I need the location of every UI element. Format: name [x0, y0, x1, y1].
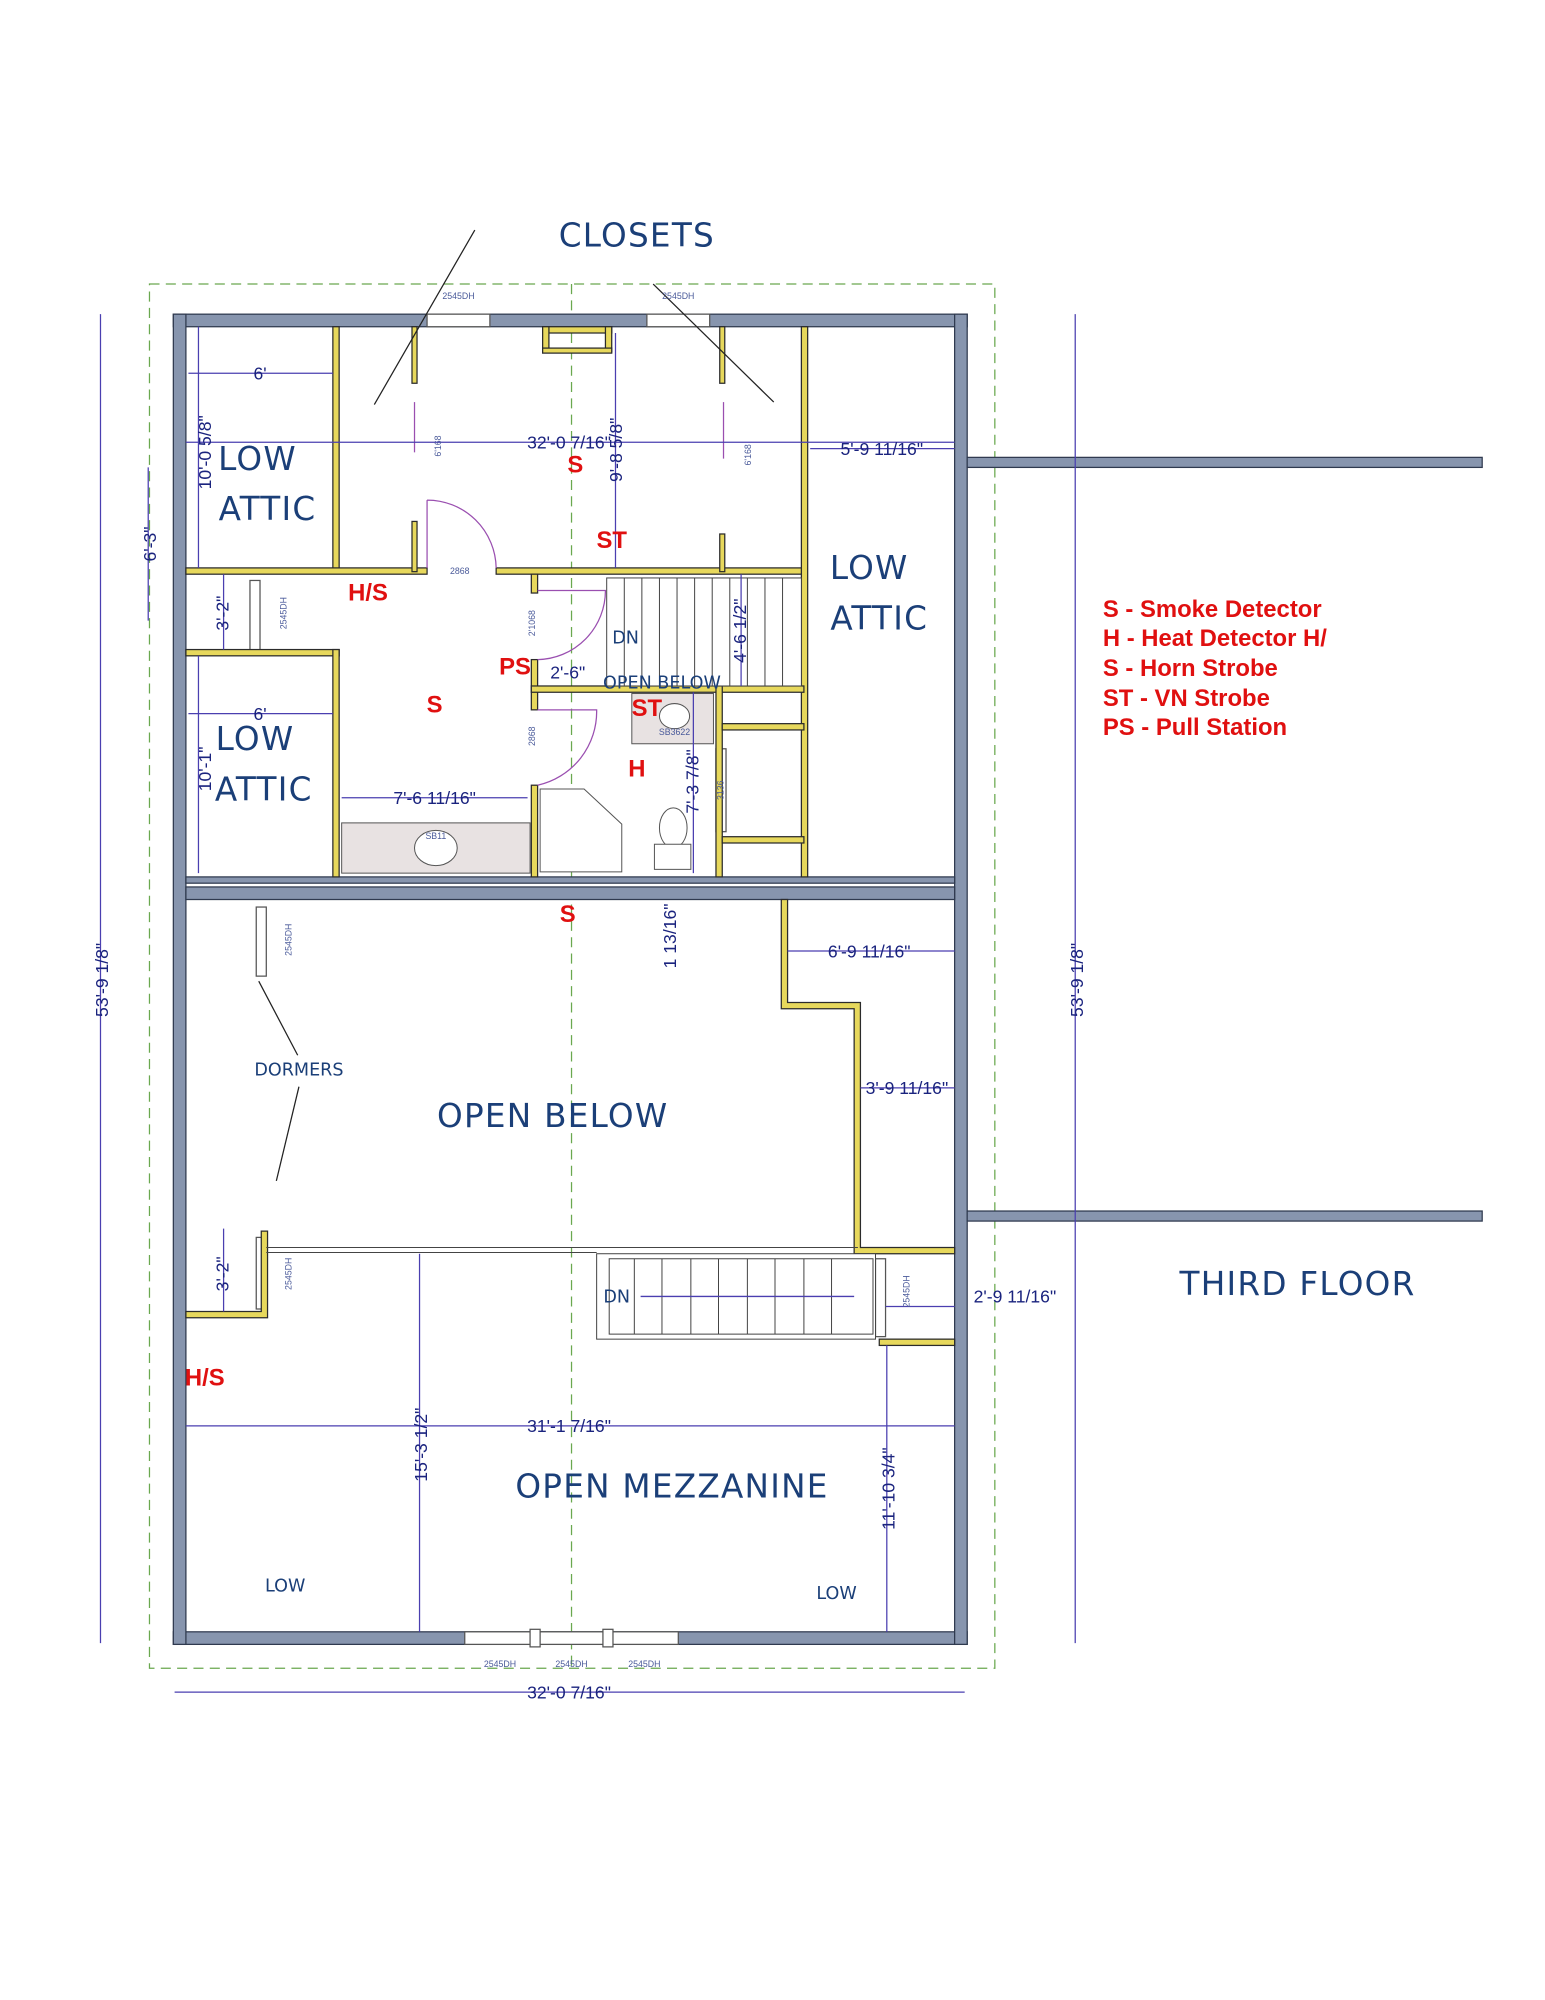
- window-label: 2545DH: [628, 1659, 660, 1669]
- floor-title: THIRD FLOOR: [1179, 1265, 1416, 1303]
- marker-vn-strobe: ST: [596, 527, 627, 554]
- dim-attic-tl-depth: 10'-0 5/8": [195, 415, 215, 489]
- dim-vanity-width: 7'-6 11/16": [393, 788, 476, 808]
- dim-overall-depth-left: 53'-9 1/8": [92, 943, 112, 1017]
- dim-gap: 1 13/16": [660, 903, 680, 968]
- legend-item: PS - Pull Station: [1103, 714, 1287, 741]
- dim-overall-width-bottom: 32'-0 7/16": [527, 1682, 611, 1702]
- dimension-labels: 32'-0 7/16" 32'-0 7/16" 53'-9 1/8" 53'-9…: [92, 363, 1087, 1702]
- legend-item: S - Smoke Detector: [1103, 596, 1322, 623]
- window-label: 2545DH: [662, 291, 694, 301]
- door-label: 2868: [527, 726, 537, 746]
- window-label: 2545DH: [484, 1659, 516, 1669]
- dim-closet-depth: 9'-8 5/8": [606, 418, 626, 482]
- dim-right-2-9: 2'-9 11/16": [974, 1287, 1057, 1307]
- dim-stair-depth: 4'-6 1/2": [730, 599, 750, 663]
- room-low-attic-tl-line2: ATTIC: [219, 490, 317, 528]
- door-label: 2868: [450, 566, 470, 576]
- open-below-small: OPEN BELOW: [603, 673, 721, 693]
- dim-right-3-9: 3'-9 11/16": [866, 1078, 949, 1098]
- window-label: 2545DH: [278, 597, 288, 629]
- window-label: 2545DH: [283, 924, 293, 956]
- marker-smoke-detector: S: [427, 691, 443, 718]
- fire-alarm-markers: S ST H/S PS S ST H S H/S: [185, 451, 663, 1391]
- fixture-labels: 2545DH 2545DH 2545DH 2545DH 2545DH 2545D…: [278, 291, 911, 1669]
- exterior-walls: [172, 313, 1483, 1646]
- dim-bath-depth: 7'-3 7/8": [682, 749, 702, 813]
- stairs-upper: [606, 577, 802, 687]
- room-low-attic-bl-line2: ATTIC: [215, 770, 313, 808]
- windows: [249, 313, 887, 1648]
- dim-mezz-depth: 15'-3 1/2": [411, 1408, 431, 1482]
- marker-smoke-detector: S: [567, 451, 583, 478]
- marker-horn-strobe: H/S: [185, 1365, 225, 1392]
- dim-left-3-2-upper: 3'-2": [213, 596, 233, 631]
- sink-label: SB3622: [659, 727, 690, 737]
- bath-fixtures: [341, 693, 714, 874]
- dim-hall-2-6: 2'-6": [550, 662, 585, 682]
- legend-item: H - Heat Detector H/: [1103, 625, 1327, 652]
- marker-smoke-detector: S: [560, 901, 576, 928]
- dim-left-3-2-lower: 3'-2": [213, 1256, 233, 1291]
- dim-mezz-right-depth: 11'-10 3/4": [878, 1447, 898, 1530]
- dim-right-6-9: 6'-9 11/16": [828, 941, 911, 961]
- doors: [413, 402, 725, 786]
- room-low-attic-r-line1: LOW: [830, 549, 909, 587]
- window-label: 2545DH: [283, 1258, 293, 1290]
- dim-attic-tl-width: 6': [253, 363, 266, 383]
- dim-attic-bl-depth: 10'-1": [195, 746, 215, 791]
- dim-overall-depth-right: 53'-9 1/8": [1067, 943, 1087, 1017]
- dim-mezz-width: 31'-1 7/16": [527, 1416, 611, 1436]
- closets-callout: CLOSETS: [559, 216, 715, 254]
- room-low-attic-bl-line1: LOW: [216, 720, 295, 758]
- marker-heat-detector: H: [628, 755, 645, 782]
- window-label: 2545DH: [901, 1275, 911, 1307]
- dim-overall-width-top: 32'-0 7/16": [527, 433, 611, 453]
- legend-item: ST - VN Strobe: [1103, 685, 1270, 712]
- dim-attic-r-width: 5'-9 11/16": [840, 439, 923, 459]
- marker-pull-station: PS: [499, 654, 531, 681]
- room-low-attic-tl-line1: LOW: [218, 440, 297, 478]
- dim-left-6-3: 6'-3": [140, 527, 160, 562]
- dim-attic-bl-width: 6': [253, 704, 266, 724]
- sink-label: SB11: [425, 831, 446, 841]
- marker-horn-strobe: H/S: [348, 580, 388, 607]
- room-open-below: OPEN BELOW: [437, 1097, 668, 1135]
- low-left: LOW: [265, 1577, 305, 1597]
- legend-item: S - Horn Strobe: [1103, 655, 1278, 682]
- dormers-callout: DORMERS: [254, 1060, 343, 1080]
- dimension-lines: [99, 229, 1076, 1693]
- stair-dn-lower: DN: [603, 1288, 630, 1308]
- room-open-mezzanine: OPEN MEZZANINE: [515, 1467, 828, 1505]
- legend: S - Smoke Detector H - Heat Detector H/ …: [1103, 596, 1327, 741]
- closet-door-label: 6'168: [743, 444, 753, 465]
- window-3136-label: 3136: [716, 780, 726, 800]
- door-label: 2'1068: [527, 610, 537, 636]
- closet-door-label: 6'168: [433, 435, 443, 456]
- stair-dn-upper: DN: [612, 628, 639, 648]
- window-label: 2545DH: [555, 1659, 587, 1669]
- window-label: 2545DH: [442, 291, 474, 301]
- stairs-lower: [266, 1246, 877, 1340]
- roof-outline: [148, 283, 996, 1669]
- low-right: LOW: [816, 1584, 856, 1604]
- marker-vn-strobe: ST: [632, 695, 663, 722]
- room-low-attic-r-line2: ATTIC: [830, 599, 928, 637]
